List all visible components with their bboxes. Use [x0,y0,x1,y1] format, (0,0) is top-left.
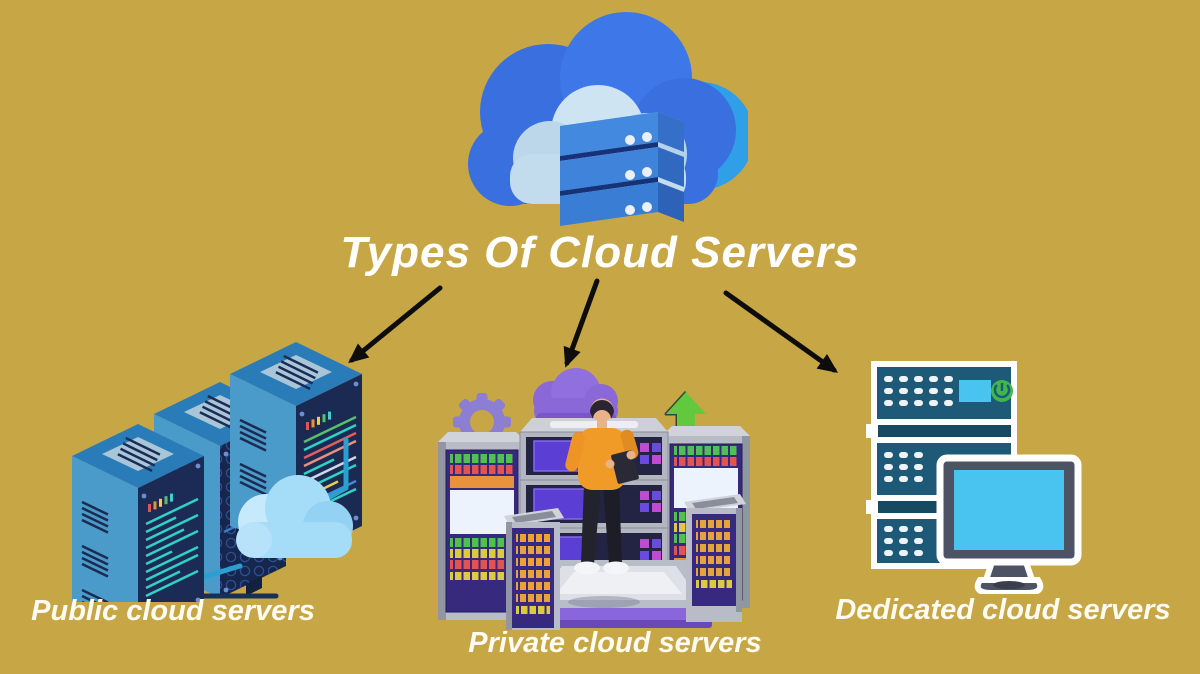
front-tower-right [684,494,746,622]
server-cabinet-left [438,432,526,620]
person-with-tablet [565,398,640,608]
page-title: Types Of Cloud Servers [340,228,860,277]
arrow-to-dedicated [723,290,839,373]
engineer-server-racks-3d-icon [438,368,750,630]
platform [518,560,720,628]
isometric-server-towers-cloud-icon [72,342,362,602]
label-dedicated-cloud-servers: Dedicated cloud servers [835,594,1171,626]
arrow-to-private [563,278,600,368]
monitor-shape [936,454,1082,594]
public-cloud-shape [236,475,353,558]
label-private-cloud-servers: Private cloud servers [468,627,762,659]
server-rack-monitor-icon [866,361,1082,594]
arrow-to-public [348,285,443,364]
cloud-server-stack-icon [468,12,748,226]
label-public-cloud-servers: Public cloud servers [31,595,315,627]
front-tower-left [504,508,564,630]
